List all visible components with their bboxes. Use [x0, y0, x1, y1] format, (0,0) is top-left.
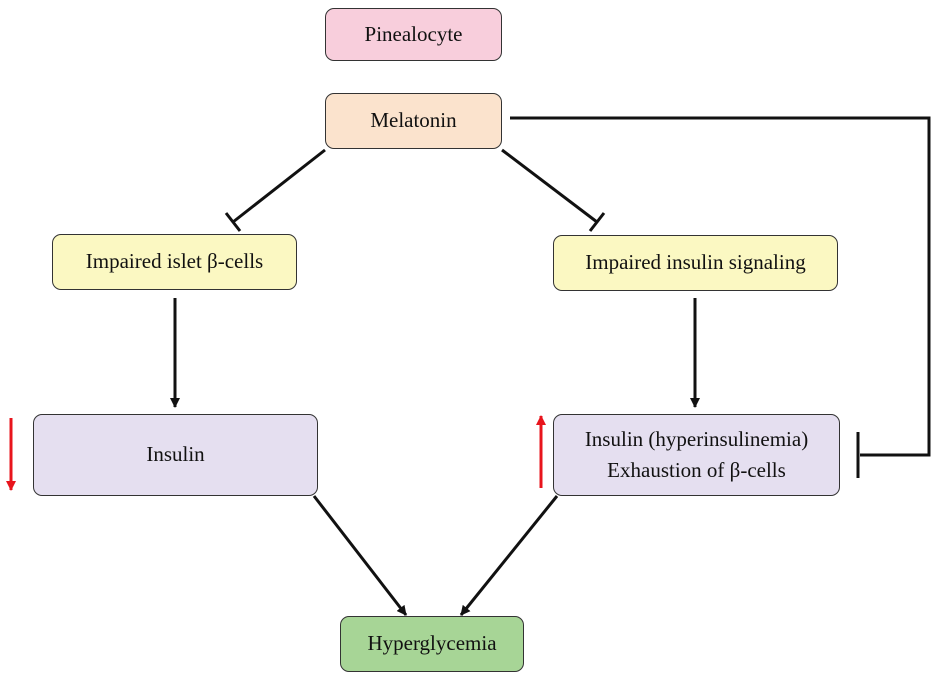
arrow-hyperinsulinemia-to-hyperglycemia	[459, 495, 559, 616]
insulin-node: Insulin	[33, 414, 318, 496]
hyperglycemia-node: Hyperglycemia	[340, 616, 524, 672]
melatonin-label: Melatonin	[370, 108, 457, 133]
connector-line	[510, 116, 931, 457]
arrow-insulin-to-hyperglycemia	[312, 495, 408, 616]
impaired-islet-label: Impaired islet β-cells	[85, 249, 264, 274]
edge-melatonin-inhibits-hyperinsulinemia	[510, 116, 931, 478]
hyperglycemia-label: Hyperglycemia	[367, 631, 497, 656]
edge-melatonin-inhibits-islet	[224, 148, 326, 232]
inhibition-bar	[588, 212, 606, 232]
hyperinsulinemia-node: Insulin (hyperinsulinemia) Exhaustion of…	[553, 414, 840, 496]
impaired-islet-node: Impaired islet β-cells	[52, 234, 297, 290]
connector-line	[232, 148, 326, 224]
pinealocyte-node: Pinealocyte	[325, 8, 502, 61]
edge-melatonin-inhibits-signaling	[501, 148, 606, 232]
hyperinsulinemia-label: Insulin (hyperinsulinemia)	[584, 426, 809, 451]
inhibition-bar	[224, 212, 242, 232]
insulin-label: Insulin	[146, 442, 205, 467]
melatonin-node: Melatonin	[325, 93, 502, 149]
connector-line	[501, 148, 598, 224]
exhaustion-label: Exhaustion of β-cells	[607, 458, 786, 482]
impaired-signaling-node: Impaired insulin signaling	[553, 235, 838, 291]
pinealocyte-label: Pinealocyte	[364, 21, 463, 46]
impaired-signaling-label: Impaired insulin signaling	[585, 250, 806, 275]
